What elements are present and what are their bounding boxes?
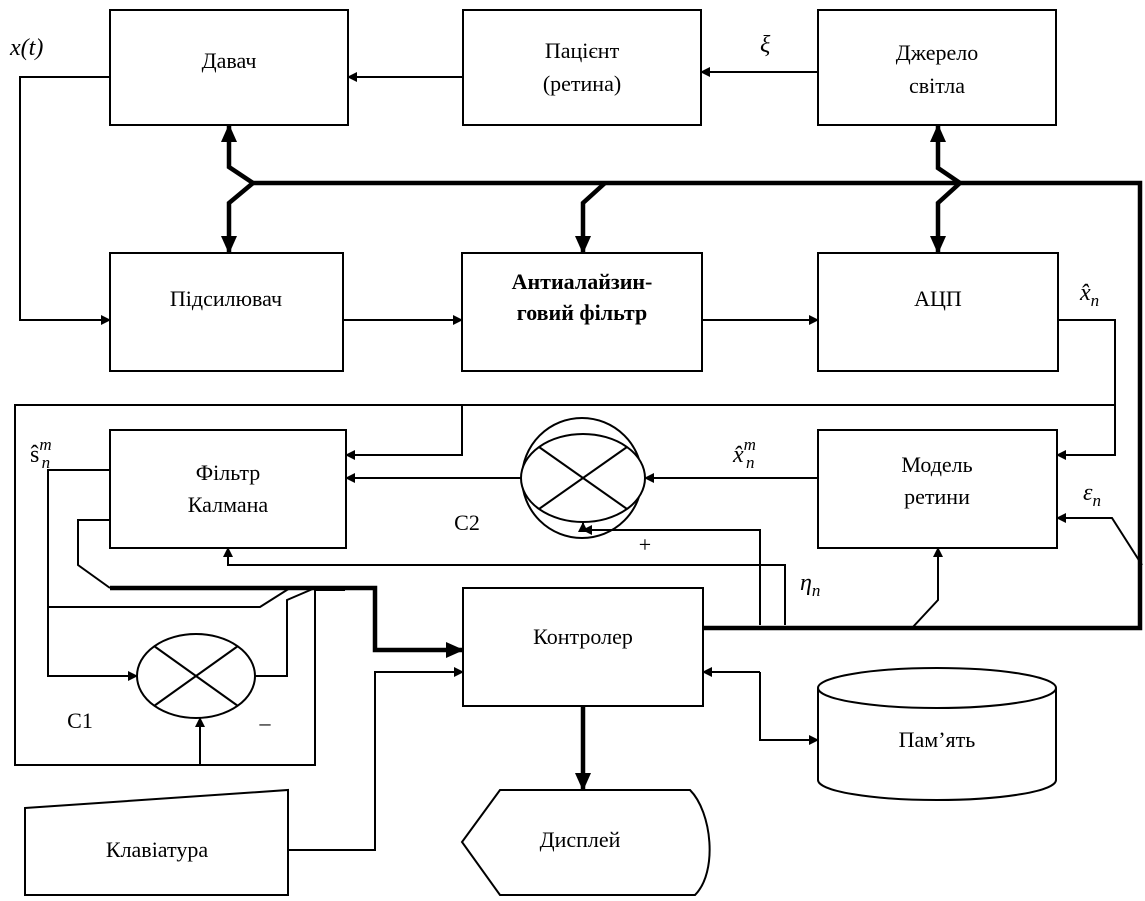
control-bus (110, 124, 1143, 791)
display-label: Дисплей (540, 827, 621, 852)
adder-c2-circle (520, 433, 646, 523)
symbol-eps-n: εn (1083, 480, 1101, 510)
antialias-filter-label-line2: говий фільтр (517, 300, 647, 325)
symbol-x-hat-n-m-sup: m (744, 435, 756, 454)
symbol-eta-n-base: η (800, 570, 812, 596)
keyboard-label: Клавіатура (106, 837, 208, 862)
light-source-block: Джерело світла (817, 9, 1057, 126)
kalman-filter-label-line1: Фільтр (196, 460, 261, 485)
retina-model-label-line2: ретини (904, 484, 970, 509)
symbol-s-hat-n-m-sup: m (39, 435, 51, 454)
adc-label: АЦП (914, 286, 962, 311)
symbol-x-hat-n-base: x̂ (1079, 280, 1091, 306)
signal-lines (14, 67, 1143, 851)
antialias-filter-label-line1: Антиалайзин- (512, 269, 653, 294)
keyboard-block: Клавіатура (24, 788, 289, 896)
display-block: Дисплей (460, 789, 711, 896)
adder-c2-sign: + (639, 532, 651, 557)
adder-c1-circle (136, 633, 256, 719)
adc-block: АЦП (817, 252, 1059, 372)
retina-model-label-line1: Модель (901, 452, 972, 477)
symbol-x-hat-n-sub: n (1091, 291, 1100, 310)
patient-label-line1: Пацієнт (545, 38, 620, 63)
patient-block: Пацієнт (ретина) (462, 9, 702, 126)
adder-c1-label: С1 (67, 708, 93, 733)
symbol-s-hat-n-m-base: ŝ (30, 442, 39, 468)
sensor-label: Давач (202, 48, 257, 73)
retina-model-block: Модель ретини (817, 429, 1058, 549)
symbol-xi: ξ (760, 32, 771, 58)
sensor-block: Давач (109, 9, 349, 126)
controller-label: Контролер (533, 624, 633, 649)
antialias-filter-block: Антиалайзин- говий фільтр (461, 252, 703, 372)
light-source-label-line2: світла (909, 73, 965, 98)
kalman-filter-block: Фільтр Калмана (109, 429, 347, 549)
symbol-x-hat-n-m-base: x̂ (732, 442, 744, 468)
symbol-x-t: x(t) (9, 35, 43, 61)
amplifier-block: Підсилювач (109, 252, 344, 372)
kalman-filter-label-line2: Калмана (188, 492, 269, 517)
symbol-x-hat-n-m-sub: n (746, 453, 755, 472)
adder-c1-sign: – (259, 710, 272, 735)
memory-label: Пам’ять (899, 727, 976, 752)
symbol-eps-n-base: ε (1083, 480, 1093, 506)
controller-block: Контролер (462, 587, 704, 707)
symbol-eps-n-sub: n (1092, 491, 1101, 510)
patient-label-line2: (ретина) (543, 71, 621, 96)
memory-block: Пам’ять (817, 667, 1057, 801)
symbol-eta-n: ηn (800, 570, 820, 600)
symbol-x-hat-n: x̂n (1079, 280, 1099, 310)
light-source-label-line1: Джерело (896, 40, 978, 65)
amplifier-label: Підсилювач (170, 286, 282, 311)
adder-c2-label: С2 (454, 510, 480, 535)
symbol-s-hat-n-m-sub: n (42, 453, 51, 472)
symbol-eta-n-sub: n (812, 581, 821, 600)
